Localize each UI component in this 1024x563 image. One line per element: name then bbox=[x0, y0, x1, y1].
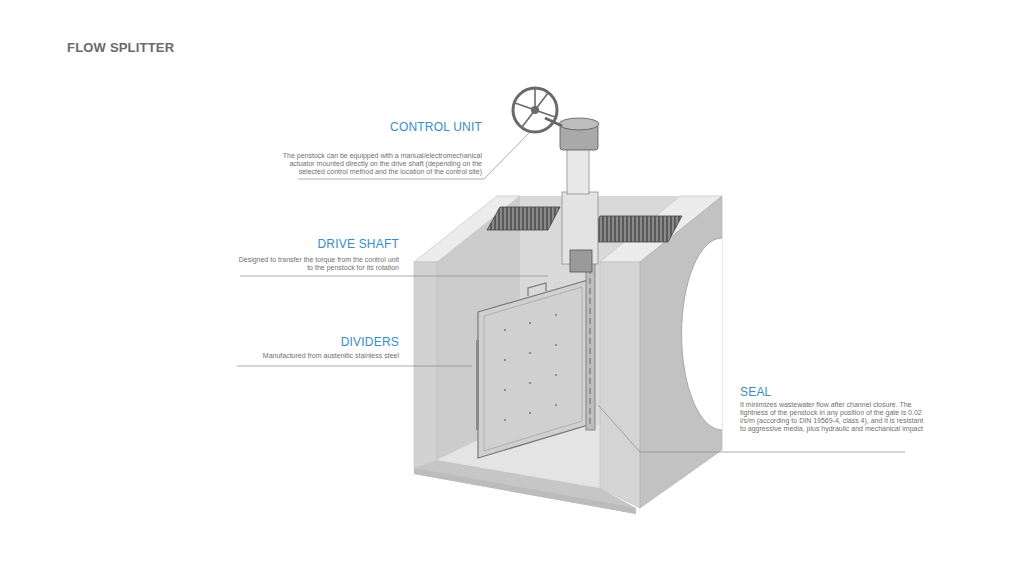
null-part-part bbox=[555, 404, 557, 406]
null-part-part bbox=[555, 344, 557, 346]
seal-frame bbox=[586, 262, 595, 430]
callout-description: The penstock can be equipped with a manu… bbox=[282, 152, 482, 176]
gate-divider bbox=[476, 280, 588, 458]
diagram-title: FLOW SPLITTER bbox=[67, 40, 174, 55]
floor-grates-part bbox=[588, 216, 682, 242]
callout-heading: CONTROL UNIT bbox=[390, 120, 482, 134]
drive-shaft-part bbox=[567, 148, 589, 194]
gate-divider-part bbox=[478, 280, 588, 458]
null-part-part bbox=[504, 419, 506, 421]
control-unit-actuator-part bbox=[559, 118, 599, 130]
leader-lines-part bbox=[240, 276, 548, 277]
null-part-part bbox=[504, 329, 506, 331]
null-part-part bbox=[504, 359, 506, 361]
gate-divider-part bbox=[476, 340, 479, 430]
callout-heading: SEAL bbox=[740, 385, 772, 399]
null-part-part bbox=[529, 322, 531, 324]
null-part-part bbox=[529, 412, 531, 414]
callout-heading: DIVIDERS bbox=[341, 335, 399, 349]
null-part-part bbox=[555, 314, 557, 316]
null-part bbox=[504, 314, 557, 421]
null-part bbox=[515, 89, 555, 127]
null-part-part bbox=[529, 382, 531, 384]
drive-shaft bbox=[562, 148, 598, 272]
callout-heading: DRIVE SHAFT bbox=[317, 237, 399, 251]
floor-grates-part bbox=[487, 207, 560, 230]
null-part-part bbox=[555, 374, 557, 376]
seal-frame-part bbox=[590, 268, 591, 426]
null-part-part bbox=[515, 103, 535, 110]
concrete-chamber-part bbox=[600, 262, 640, 508]
gate-divider-part bbox=[484, 287, 582, 451]
callout-description: Manufactured from austenitic stainless s… bbox=[199, 352, 399, 360]
null-part-part bbox=[535, 93, 548, 110]
concrete-chamber-part bbox=[640, 196, 722, 508]
drive-shaft-part bbox=[570, 250, 592, 272]
callout-description: It minimizes wastewater flow after chann… bbox=[740, 401, 930, 433]
control-unit-actuator bbox=[513, 88, 599, 150]
null-part-part bbox=[504, 389, 506, 391]
null-part-part bbox=[529, 352, 531, 354]
null-part-part bbox=[522, 110, 535, 127]
control-unit-actuator-part bbox=[513, 88, 557, 132]
null-part-part bbox=[534, 89, 536, 110]
gate-divider-part bbox=[528, 283, 546, 296]
callout-description: Designed to transfer the torque from the… bbox=[234, 256, 399, 272]
null-part-part bbox=[535, 110, 555, 117]
leader-lines-part bbox=[237, 366, 472, 367]
seal-frame-part bbox=[586, 262, 595, 430]
concrete-chamber-part bbox=[682, 238, 722, 430]
concrete-chamber-part bbox=[414, 262, 437, 468]
concrete-chamber-part bbox=[682, 238, 722, 430]
